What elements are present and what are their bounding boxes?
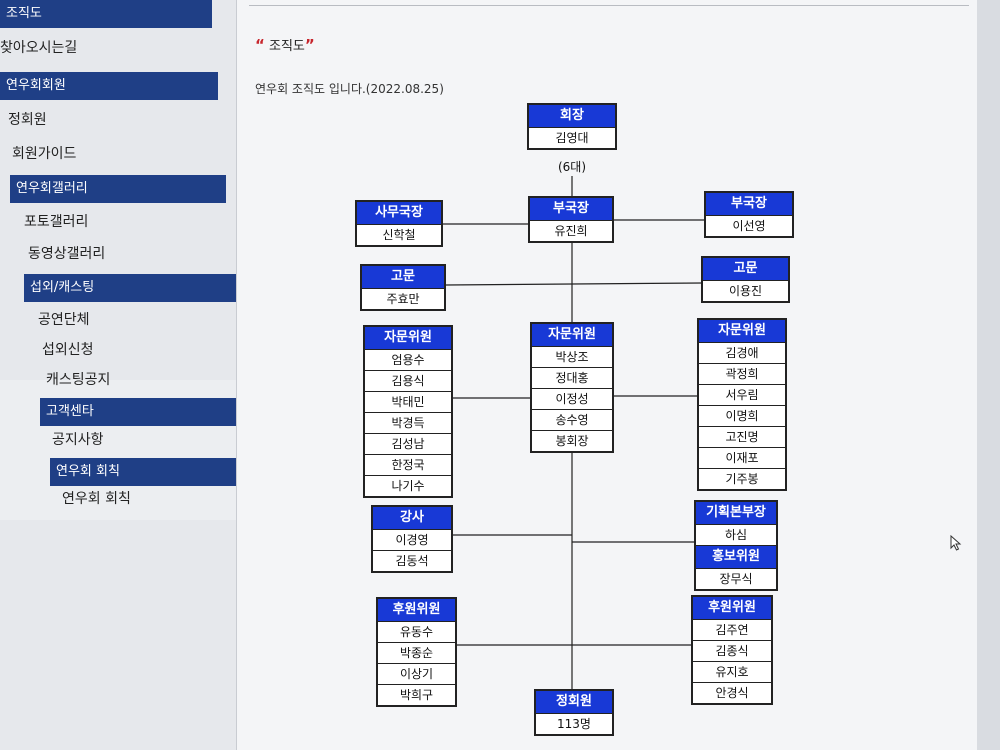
sidebar-item-label: 동영상갤러리 (28, 246, 106, 262)
sidebar-item-org-chart[interactable]: 조직도 (0, 0, 212, 28)
sidebar: 조직도 찾아오시는길 연우회회원 정회원 회원가이드 연우회갤러리 포토갤러리 … (0, 0, 250, 750)
sidebar-item-booking-request[interactable]: 섭외신청 (42, 338, 94, 362)
sidebar-item-label: 캐스팅공지 (46, 372, 111, 388)
sidebar-item-label: 연우회 회칙 (56, 464, 120, 479)
sidebar-item-label: 조직도 (6, 6, 42, 21)
sidebar-item-member-guide[interactable]: 회원가이드 (12, 142, 76, 166)
sidebar-item-photo-gallery[interactable]: 포토갤러리 (24, 210, 88, 234)
content-panel: “ 조직도” 연우회 조직도 입니다.(2022.08.25) (236, 0, 977, 750)
sidebar-item-label: 찾아오시는길 (0, 40, 78, 56)
sidebar-item-label: 연우회갤러리 (16, 181, 88, 196)
sidebar-item-label: 포토갤러리 (24, 214, 89, 230)
sidebar-item-label: 공지사항 (52, 432, 104, 448)
sidebar-item-customer-center[interactable]: 고객센타 (40, 398, 246, 426)
sidebar-item-video-gallery[interactable]: 동영상갤러리 (28, 242, 105, 266)
sidebar-item-label: 연우회 회칙 (62, 491, 131, 507)
sidebar-item-label: 섭외/캐스팅 (30, 280, 95, 295)
sidebar-item-bylaws-header[interactable]: 연우회 회칙 (50, 458, 250, 486)
sidebar-item-casting-notice[interactable]: 캐스팅공지 (46, 368, 110, 392)
sidebar-item-directions[interactable]: 찾아오시는길 (0, 36, 77, 60)
quote-close-icon: ” (304, 36, 315, 54)
sidebar-item-label: 연우회회원 (6, 78, 66, 93)
sidebar-item-label: 회원가이드 (12, 146, 77, 162)
sidebar-item-members[interactable]: 연우회회원 (0, 72, 218, 100)
sidebar-item-troupes[interactable]: 공연단체 (38, 308, 90, 332)
sidebar-item-gallery[interactable]: 연우회갤러리 (10, 175, 226, 203)
page-title-text: 조직도 (269, 39, 305, 54)
page-title: “ 조직도” (255, 35, 315, 54)
intro-text: 연우회 조직도 입니다.(2022.08.25) (255, 82, 444, 96)
sidebar-item-bylaws[interactable]: 연우회 회칙 (62, 487, 131, 511)
sidebar-item-casting[interactable]: 섭외/캐스팅 (24, 274, 236, 302)
sidebar-item-label: 섭외신청 (42, 342, 94, 358)
quote-open-icon: “ (255, 36, 265, 54)
sidebar-item-label: 정회원 (8, 112, 47, 128)
sidebar-item-label: 고객센타 (46, 404, 94, 419)
sidebar-item-notices[interactable]: 공지사항 (52, 428, 104, 452)
divider (249, 5, 969, 6)
sidebar-item-regular-member[interactable]: 정회원 (8, 108, 47, 132)
mouse-cursor-icon (950, 535, 962, 551)
sidebar-item-label: 공연단체 (38, 312, 90, 328)
